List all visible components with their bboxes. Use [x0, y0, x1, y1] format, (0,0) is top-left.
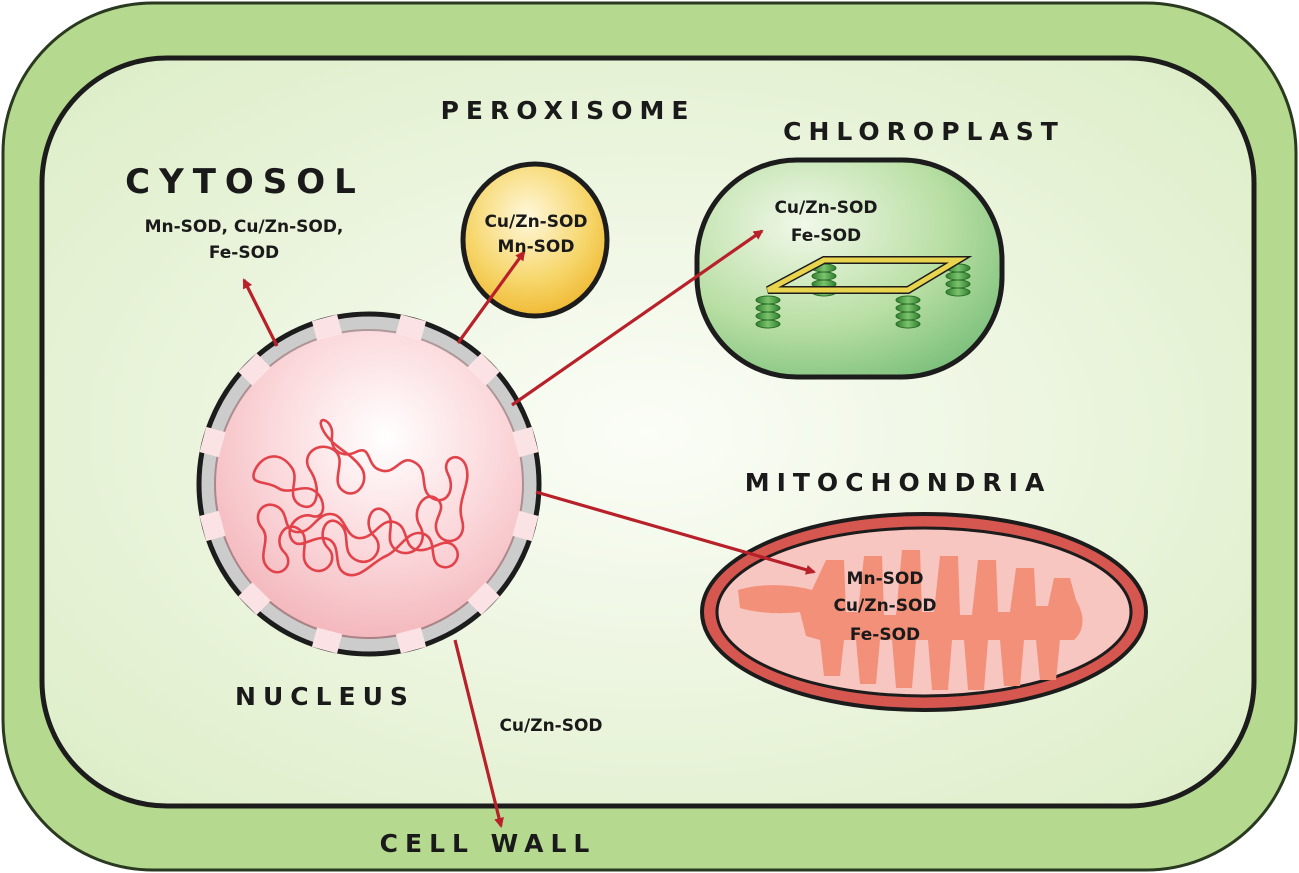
arrow-to-cell-wall — [453, 639, 504, 828]
nuclear-pore — [467, 353, 500, 386]
nuclear-pore — [395, 627, 427, 654]
chromatin — [252, 418, 469, 577]
mitochondria-sod-line-2: Cu/Zn-SOD — [833, 596, 936, 616]
cell-wall-title: CELL WALL — [380, 829, 597, 858]
nuclear-pore — [395, 314, 427, 341]
nuclear-pore — [512, 510, 539, 542]
peroxisome-title: PEROXISOME — [441, 96, 696, 125]
peroxisome-shape — [460, 161, 610, 319]
nuclear-pore — [199, 510, 226, 542]
cytosol-sod-line-1: Mn-SOD, Cu/Zn-SOD, — [145, 217, 344, 237]
nuclear-pore — [512, 426, 539, 458]
cristae — [738, 550, 1083, 690]
mitochondria — [700, 512, 1148, 712]
peroxisome-sod-line-1: Cu/Zn-SOD — [484, 212, 587, 232]
chloroplast-title: CHLOROPLAST — [783, 117, 1065, 146]
chloroplast-sod-line-2: Fe-SOD — [791, 226, 861, 246]
nuclear-pore — [311, 627, 343, 654]
arrow-to-cytosol — [242, 278, 279, 347]
stroma-lamellae — [766, 256, 973, 294]
nucleus — [196, 311, 542, 657]
nuclear-pore — [199, 426, 226, 458]
nuclear-pore — [311, 314, 343, 341]
nuclear-pore — [238, 582, 271, 615]
peroxisome-sod-line-2: Mn-SOD — [498, 237, 575, 257]
nucleus-title: NUCLEUS — [235, 682, 415, 711]
chloroplast-sod-line-1: Cu/Zn-SOD — [774, 198, 877, 218]
arrow-to-mitochondria — [535, 490, 816, 575]
granum — [895, 295, 921, 329]
mitochondria-title: MITOCHONDRIA — [745, 468, 1052, 497]
nuclear-envelope-outline — [196, 311, 542, 657]
nucleus-body — [213, 328, 525, 640]
nuclear-pore — [467, 582, 500, 615]
cytosol-sod-line-2: Fe-SOD — [209, 243, 279, 263]
mitochondria-sod-line-1: Mn-SOD — [847, 569, 924, 589]
nuclear-pore — [238, 353, 271, 386]
nuclear-envelope-inner-outline — [214, 329, 524, 639]
arrows — [242, 229, 816, 828]
mitochondria-sod-line-3: Fe-SOD — [850, 625, 920, 645]
nuclear-pores — [199, 314, 539, 654]
cytosol-title: CYTOSOL — [125, 162, 365, 202]
nuclear-envelope — [200, 315, 538, 653]
arrow-to-peroxisome — [456, 250, 526, 344]
arrow-to-chloroplast — [511, 229, 764, 407]
granum — [755, 295, 781, 329]
cell-wall-sod-line-1: Cu/Zn-SOD — [499, 716, 602, 736]
chloroplast — [694, 157, 1005, 380]
peroxisome — [460, 161, 610, 319]
